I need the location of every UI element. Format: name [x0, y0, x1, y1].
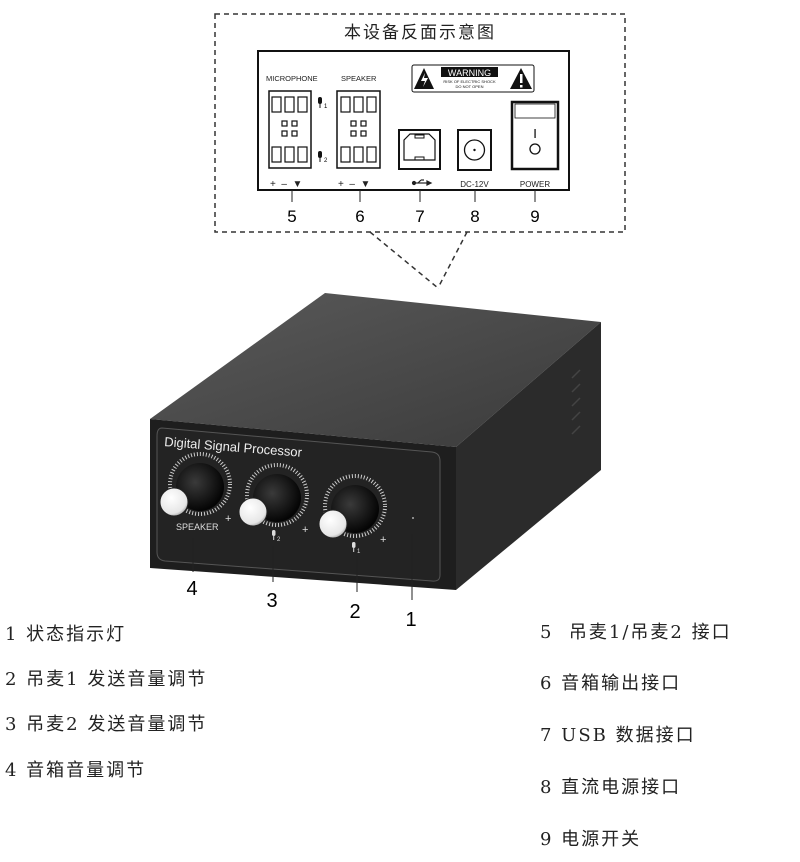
microphone-terminal-block — [268, 90, 312, 169]
dashed-frame — [214, 13, 626, 233]
mic2-icon: 2 — [318, 151, 328, 164]
front-leader-lines — [192, 534, 413, 600]
legend-item-9: 9 电源开关 — [540, 829, 642, 850]
rear-view-title: 本设备反面示意图 — [344, 23, 496, 43]
front-mic2-subscript: 2 — [277, 537, 281, 543]
mic2-subscript: 2 — [324, 158, 328, 164]
mic-polarity-label: + – ▼ — [270, 179, 302, 190]
legend-item-3: 3 吊麦2 发送音量调节 — [5, 714, 208, 735]
mic1-plus: + — [380, 534, 386, 546]
legend-item-7: 7 USB 数据接口 — [540, 725, 696, 746]
device-body: Digital Signal Processor + SPEAKER + 2 +… — [150, 293, 601, 590]
front-mic1-icon: 1 — [352, 542, 361, 555]
legend-item-1: 1 状态指示灯 — [5, 624, 127, 645]
usb-symbol-icon — [411, 179, 433, 186]
callout-6: 6 — [355, 207, 364, 226]
legend-item-5: 5 吊麦1/吊麦2 接口 — [540, 622, 732, 643]
front-speaker-label: SPEAKER — [176, 522, 219, 532]
front-mic1-subscript: 1 — [357, 549, 361, 555]
callout-2: 2 — [349, 601, 360, 623]
speaker-label: SPEAKER — [341, 74, 377, 83]
legend-item-2: 2 吊麦1 发送音量调节 — [5, 669, 208, 690]
speaker-plus: + — [225, 513, 231, 525]
mic2-volume-knob — [238, 463, 309, 527]
front-mic2-icon: 2 — [272, 530, 281, 543]
mic2-plus: + — [302, 524, 308, 536]
rear-view-callout: 本设备反面示意图 MICROPHONE SPEAKER 1 2 — [214, 13, 626, 289]
callout-8: 8 — [470, 207, 479, 226]
power-switch: I — [510, 100, 560, 171]
legend-item-6: 6 音箱输出接口 — [540, 673, 682, 694]
microphone-label: MICROPHONE — [266, 74, 318, 83]
power-label: POWER — [520, 180, 550, 189]
legend-item-4: 4 音箱音量调节 — [5, 760, 147, 781]
callout-7: 7 — [415, 207, 424, 226]
warning-line1: RISK OF ELECTRIC SHOCK — [443, 79, 496, 84]
callout-1: 1 — [405, 609, 416, 631]
dc-12v-label: DC-12V — [460, 180, 489, 189]
speaker-volume-knob — [159, 452, 232, 517]
mic1-volume-knob — [318, 474, 387, 539]
device-side — [456, 322, 601, 590]
speaker-polarity-label: + – ▼ — [338, 179, 370, 190]
device-top — [150, 293, 601, 447]
callout-9: 9 — [530, 207, 539, 226]
legend-item-8: 8 直流电源接口 — [540, 777, 682, 798]
callout-3: 3 — [266, 590, 277, 612]
mic1-icon: 1 — [318, 97, 328, 110]
dc-power-jack — [457, 129, 492, 171]
callout-4: 4 — [186, 578, 197, 600]
warning-label: WARNING RISK OF ELECTRIC SHOCK DO NOT OP… — [411, 64, 535, 93]
pointer-line-right — [437, 231, 468, 289]
speaker-terminal-block — [336, 90, 381, 169]
callout-5: 5 — [287, 207, 296, 226]
vent-slots — [571, 369, 581, 435]
rear-leader-lines — [291, 190, 536, 202]
pointer-line-left — [369, 231, 439, 289]
usb-port — [398, 129, 441, 170]
mic1-subscript: 1 — [324, 104, 328, 110]
switch-on-mark: I — [533, 126, 537, 141]
warning-title: WARNING — [448, 68, 491, 78]
warning-line2: DO NOT OPEN — [456, 84, 484, 89]
status-led — [412, 517, 414, 519]
